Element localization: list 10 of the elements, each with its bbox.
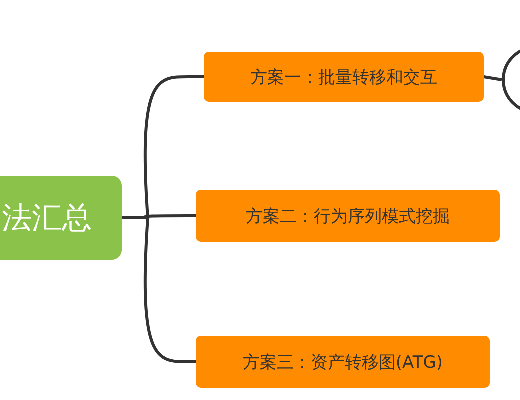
topic-text: 方案三：资产转移图(ATG) (242, 352, 444, 374)
topic-text: 方案二：行为序列模式挖掘 (246, 206, 450, 228)
root-topic-box (0, 176, 122, 260)
connector-line (484, 76, 502, 82)
topic-box (196, 190, 500, 242)
topic-text: 法汇总 (2, 200, 92, 238)
topic-text: 方案一：批量转移和交互 (250, 66, 438, 88)
connector-line (122, 216, 196, 364)
topic-box (196, 336, 490, 388)
topic-box (204, 52, 484, 102)
